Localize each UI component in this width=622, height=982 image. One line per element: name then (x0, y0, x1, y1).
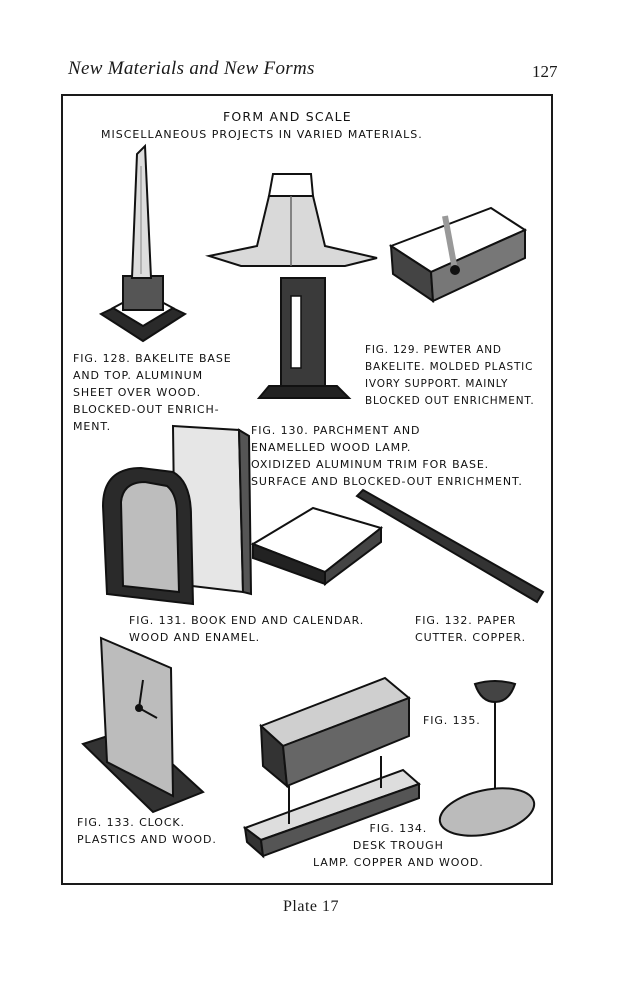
plate-title: Form and Scale (223, 109, 352, 124)
caption-fig132: Fig. 132. Paper cutter. Copper. (415, 614, 526, 644)
plate-frame: Form and Scale Miscellaneous projects in… (61, 94, 553, 885)
caption-fig129: Fig. 129. Pewter and Bakelite. Molded pl… (365, 344, 535, 407)
fig134-desklamp-drawing (242, 676, 421, 859)
caption-fig134: Fig. 134. Desk trough lamp. Copper and w… (313, 822, 484, 869)
caption-fig131: Fig. 131. Book end and calendar. Wood an… (129, 614, 365, 644)
caption-fig130: Fig. 130. Parchment and enamelled wood l… (251, 424, 523, 488)
fig129-tray-drawing (388, 206, 528, 303)
caption-fig135: Fig. 135. (423, 714, 481, 727)
fig128-candlestick-drawing (98, 143, 188, 343)
fig133-clock-drawing (81, 636, 205, 814)
plate-subtitle: Miscellaneous projects in varied materia… (101, 128, 423, 141)
fig132-papercutter-drawing (355, 488, 545, 604)
page-number: 127 (532, 62, 558, 81)
running-head: New Materials and New Forms (68, 58, 315, 79)
fig130-lamp-drawing (205, 173, 378, 399)
plate-caption: Plate 17 (283, 898, 339, 915)
plate-illustrations (81, 143, 545, 859)
fig135-floorlamp-drawing (438, 680, 536, 837)
caption-fig133: Fig. 133. Clock. Plastics and wood. (77, 816, 217, 846)
fig131-bookend-drawing (101, 424, 384, 606)
caption-fig128: Fig. 128. Bakelite base and top. Aluminu… (73, 352, 232, 433)
